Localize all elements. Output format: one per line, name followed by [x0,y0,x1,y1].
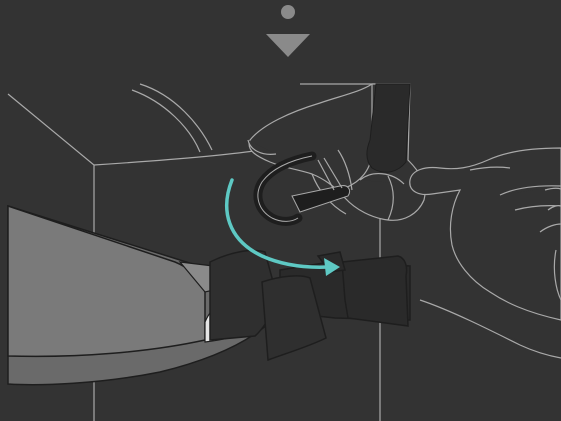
dot-indicator-icon [281,5,295,19]
